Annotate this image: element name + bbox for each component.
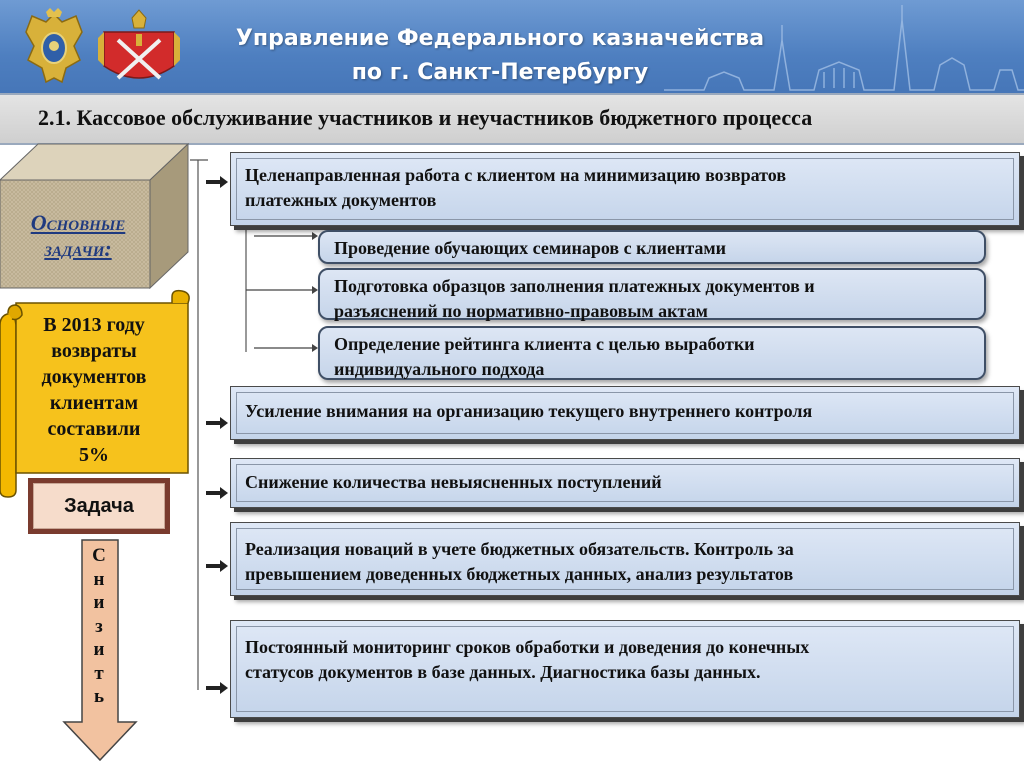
subtask-text: Проведение обучающих семинаров с клиента… <box>334 238 727 258</box>
statistic-value: 5% <box>79 444 109 466</box>
arrow-letter: и <box>93 592 105 613</box>
cube-label-line1: Основные <box>30 210 126 235</box>
header-banner: Управление Федерального казначейства по … <box>0 0 1024 93</box>
subtask-templates: Подготовка образцов заполнения платежных… <box>318 268 986 321</box>
cube-label-line2: задачи: <box>44 236 112 261</box>
task-client-work: Целенаправленная работа с клиентом на ми… <box>230 152 1020 226</box>
task-monitoring: Постоянный мониторинг сроков обработки и… <box>230 620 1020 718</box>
tasks-cube <box>0 142 190 290</box>
arrow-letter: и <box>93 639 105 660</box>
arrow-vertical-text: С н и з и т ь <box>84 544 114 709</box>
section-title-bar: 2.1. Кассовое обслуживание участников и … <box>0 93 1024 145</box>
task-text: статусов документов в базе данных. Диагн… <box>245 662 761 682</box>
coat-of-arms-icon <box>25 8 83 84</box>
task-text: превышением доведенных бюджетных данных,… <box>245 564 794 584</box>
arrow-letter: С <box>92 545 106 566</box>
task-text: платежных документов <box>245 190 437 210</box>
task-label: Задача <box>33 483 165 529</box>
down-arrow-icon <box>62 539 138 762</box>
task-text: Целенаправленная работа с клиентом на ми… <box>245 165 787 185</box>
task-label-box: Задача <box>28 478 170 534</box>
statistic-line: В 2013 году <box>43 314 145 336</box>
subtask-text: Подготовка образцов заполнения платежных… <box>334 276 815 296</box>
arrow-letter: з <box>95 615 103 637</box>
task-budget-innovations: Реализация новаций в учете бюджетных обя… <box>230 522 1020 596</box>
statistic-line: возвраты <box>51 340 137 362</box>
task-text: Усиление внимания на организацию текущег… <box>245 401 813 421</box>
task-text: Снижение количества невыясненных поступл… <box>245 472 662 492</box>
section-title: 2.1. Кассовое обслуживание участников и … <box>38 105 813 130</box>
statistic-text: В 2013 году возвраты документов клиентам… <box>30 312 158 468</box>
spb-coat-of-arms-icon <box>98 9 180 80</box>
arrow-letter: т <box>94 662 104 684</box>
subtask-text: индивидуального подхода <box>334 359 545 379</box>
statistic-line: клиентам <box>49 392 139 414</box>
task-text: Реализация новаций в учете бюджетных обя… <box>245 539 794 559</box>
subtask-text: Определение рейтинга клиента с целью выр… <box>334 334 755 354</box>
statistic-scroll <box>0 289 190 498</box>
statistic-line: составили <box>47 418 141 440</box>
city-skyline-icon <box>664 5 1024 91</box>
task-unclear-receipts: Снижение количества невыясненных поступл… <box>230 458 1020 508</box>
arrow-letter: ь <box>93 686 105 707</box>
statistic-line: документов <box>41 366 147 388</box>
bullet-arrows <box>206 176 228 694</box>
subtask-seminars: Проведение обучающих семинаров с клиента… <box>318 230 986 264</box>
subtask-rating: Определение рейтинга клиента с целью выр… <box>318 326 986 380</box>
arrow-letter: н <box>93 568 105 590</box>
header-title-line2: по г. Санкт-Петербургу <box>351 60 649 85</box>
task-text: Постоянный мониторинг сроков обработки и… <box>245 637 810 657</box>
task-internal-control: Усиление внимания на организацию текущег… <box>230 386 1020 440</box>
header-title-line1: Управление Федерального казначейства <box>235 26 765 51</box>
subtask-text: разъяснений по нормативно-правовым актам <box>334 301 708 321</box>
